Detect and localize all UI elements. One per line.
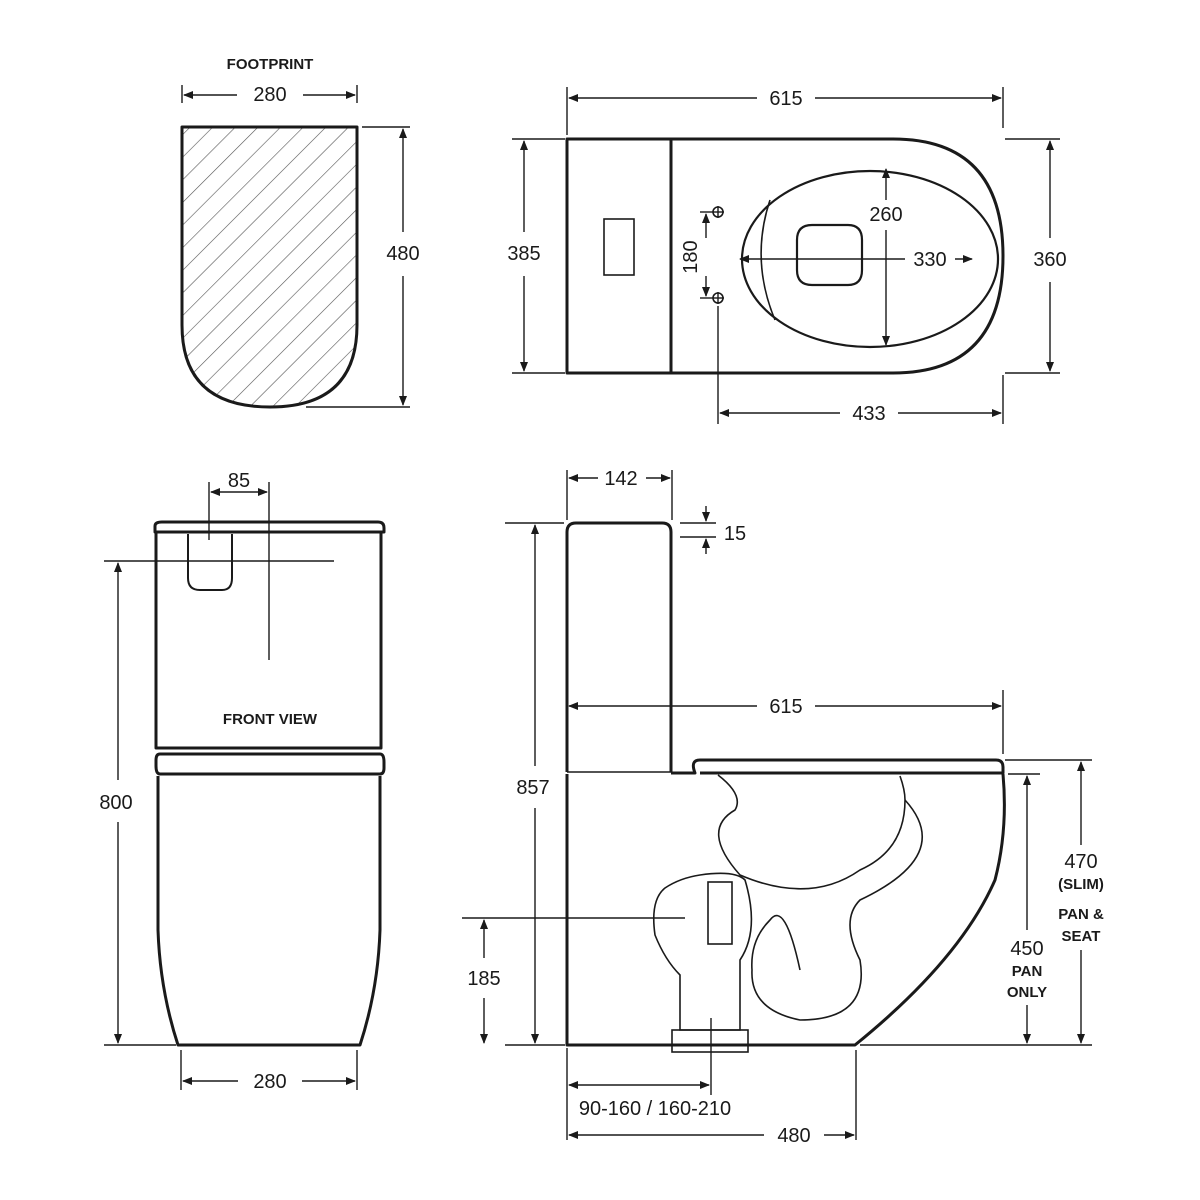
bolt-to-front-dim: 433 <box>852 403 885 425</box>
pan-only-label-2: ONLY <box>1007 984 1047 1001</box>
front-pan <box>156 776 382 1047</box>
bolt-spacing-dim: 180 <box>680 240 702 273</box>
front-view: 85 FRONT VIEW 800 280 <box>99 470 386 1093</box>
side-view: 142 15 615 857 185 90-160 / 160-210 <box>462 468 1104 1147</box>
bowl-width-dim: 360 <box>1033 249 1066 271</box>
front-view-label: FRONT VIEW <box>223 711 318 728</box>
lid-thickness-dim: 15 <box>724 523 746 545</box>
seat-opening-width-dim: 330 <box>913 249 946 271</box>
bowl-outlet <box>795 223 864 287</box>
footprint-label: FOOTPRINT <box>227 56 314 73</box>
top-length-dim: 615 <box>769 88 802 110</box>
front-seat <box>154 752 386 776</box>
pan-height-dim: 450 <box>1010 938 1043 960</box>
side-length-dim: 615 <box>769 696 802 718</box>
pan-only-label: PAN <box>1012 963 1043 980</box>
side-tank <box>565 521 673 772</box>
slim-note: (SLIM) <box>1058 876 1104 893</box>
side-pan <box>565 773 1006 1047</box>
setout-dim: 90-160 / 160-210 <box>579 1098 731 1120</box>
pan-seat-height-dim: 470 <box>1064 851 1097 873</box>
tank-width-dim: 142 <box>604 468 637 490</box>
footprint-width-dim: 280 <box>253 84 286 106</box>
waste-outlet <box>652 872 753 1031</box>
trapway <box>717 774 906 890</box>
front-lid <box>153 520 386 534</box>
footprint-view: FOOTPRINT 280 480 <box>180 56 420 409</box>
side-height-dim: 857 <box>516 777 549 799</box>
waste-height-dim: 185 <box>467 968 500 990</box>
footprint-depth-dim: 480 <box>386 243 419 265</box>
footprint-outline <box>180 125 359 409</box>
tank-depth-dim: 385 <box>507 243 540 265</box>
flush-button <box>603 218 635 276</box>
front-base-width-dim: 280 <box>253 1071 286 1093</box>
side-depth-dim: 480 <box>777 1125 810 1147</box>
seat-opening-length-dim: 260 <box>869 204 902 226</box>
front-tank <box>154 532 383 750</box>
side-seat <box>671 758 1005 775</box>
button-offset-dim: 85 <box>228 470 250 492</box>
front-height-dim: 800 <box>99 792 132 814</box>
top-outline <box>565 137 1005 375</box>
pan-seat-label-2: SEAT <box>1062 928 1101 945</box>
top-view: 615 180 260 330 385 360 <box>507 87 1067 425</box>
pan-seat-label: PAN & <box>1058 906 1104 923</box>
front-button <box>187 534 233 591</box>
